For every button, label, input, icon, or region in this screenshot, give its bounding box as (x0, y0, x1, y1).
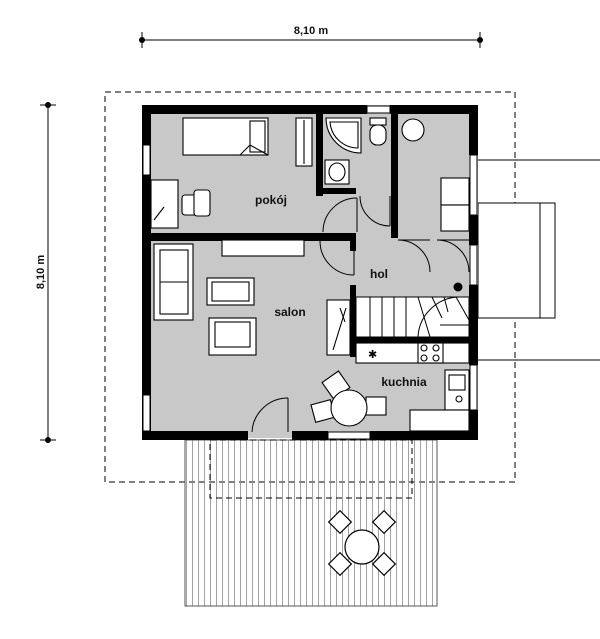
interior-walls (151, 114, 469, 357)
terrace-table-set (327, 509, 397, 577)
svg-text:✱: ✱ (368, 349, 377, 361)
bathroom-fixtures (324, 117, 425, 185)
interior-stairs (355, 282, 470, 338)
room-label-salon: salon (274, 305, 305, 319)
dimension-height-label: 8,10 m (35, 255, 47, 289)
dining-table-set (310, 370, 387, 427)
dimension-top: 8,10 m (139, 25, 483, 48)
windows (142, 105, 478, 440)
room-label-hol: hol (370, 267, 388, 281)
room-label-kuchnia: kuchnia (381, 375, 427, 389)
kitchen-fixtures: ✱ (355, 342, 470, 432)
room-label-pokoj: pokój (255, 193, 287, 207)
doors (251, 195, 470, 433)
bedroom-furniture (150, 117, 313, 229)
dimension-left: 8,10 m (35, 102, 56, 443)
exterior-stairs (477, 159, 600, 361)
terrace (184, 439, 438, 607)
dimension-width-label: 8,10 m (294, 25, 328, 37)
hall-wardrobe (440, 177, 470, 232)
living-room-furniture (153, 239, 351, 356)
